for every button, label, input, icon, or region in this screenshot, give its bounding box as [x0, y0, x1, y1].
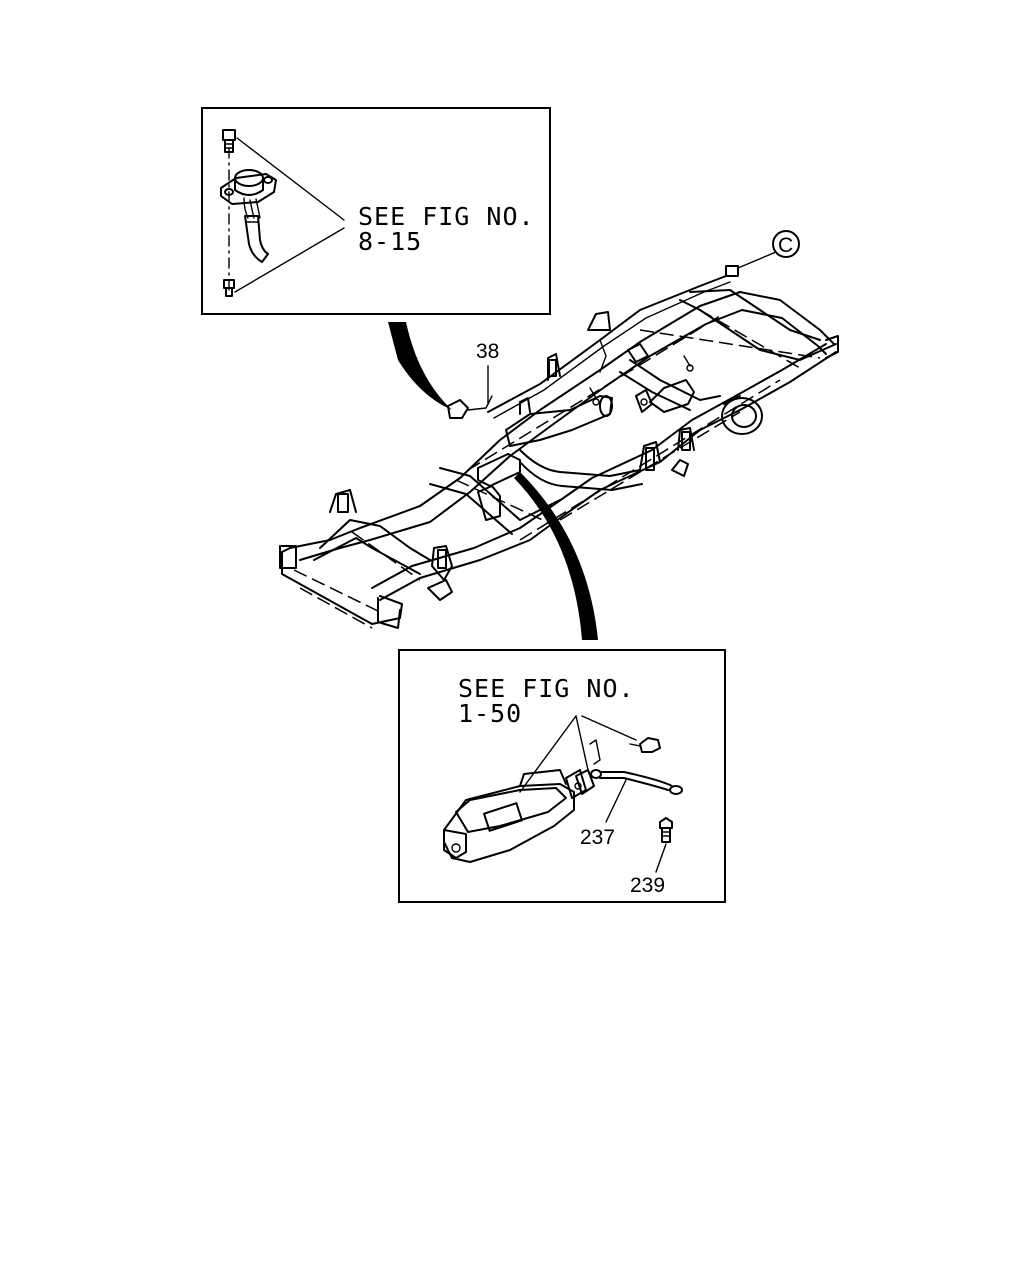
- pointer-arrow-bottom: [514, 472, 598, 640]
- bolt-icon: [222, 129, 236, 153]
- fuel-sending-unit-icon: [220, 169, 277, 263]
- inset-top-border: [201, 107, 551, 315]
- connector-marker: C: [772, 230, 800, 258]
- inset-sending-unit: SEE FIG NO. 8-15: [201, 107, 551, 315]
- connector-marker-label: C: [778, 234, 793, 257]
- inset-top-ref-line2: 8-15: [358, 227, 422, 256]
- inset-bottom-border: [398, 649, 726, 903]
- callout-239: 239: [630, 874, 665, 897]
- bolt-icon: [629, 737, 661, 753]
- inset-catalytic-converter: SEE FIG NO. 1-50: [398, 649, 726, 903]
- ground-strap-icon: [590, 769, 683, 795]
- chassis-frame: [279, 251, 839, 629]
- inset-top-ref-line1: SEE FIG NO.: [358, 202, 535, 231]
- callout-237: 237: [580, 826, 615, 849]
- inset-bottom-ref-line2: 1-50: [458, 699, 522, 728]
- screw-icon: [659, 817, 673, 843]
- inset-bottom-ref-line1: SEE FIG NO.: [458, 674, 635, 703]
- callout-38: 38: [476, 340, 499, 363]
- pointer-arrow-top: [388, 322, 452, 410]
- screw-icon: [223, 279, 235, 297]
- catalytic-converter-icon: [443, 739, 601, 863]
